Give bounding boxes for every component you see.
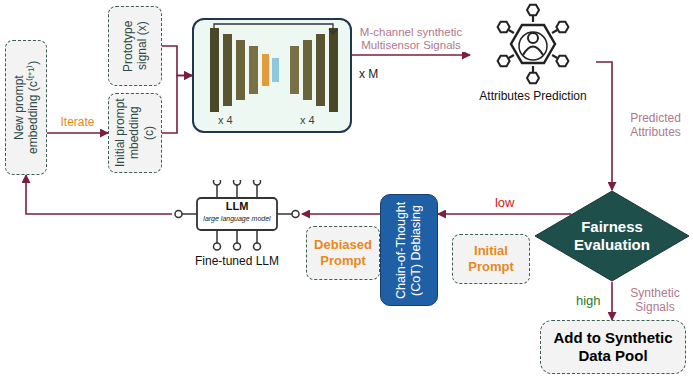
attribute-predictor: Attributes Prediction bbox=[470, 2, 596, 110]
decision-diamond: Fairness Evaluation bbox=[534, 190, 690, 282]
chip-pin bbox=[256, 185, 258, 198]
node-label: Fairness Evaluation bbox=[564, 218, 660, 254]
unet-block: x 4 x 4 bbox=[192, 18, 352, 133]
pin-end bbox=[254, 180, 261, 185]
input-box: Prototype signal (x) bbox=[108, 6, 162, 86]
person-ring bbox=[519, 32, 547, 60]
chip-body bbox=[197, 198, 277, 230]
flow-arrow bbox=[162, 46, 192, 76]
flow-arrow bbox=[352, 54, 470, 56]
annotation-label: high bbox=[574, 294, 603, 309]
decoder-bar bbox=[316, 34, 325, 106]
decoder-bar bbox=[303, 40, 312, 100]
node-label: Initial Prompt bbox=[453, 243, 529, 274]
attribute-hexagon bbox=[556, 22, 568, 32]
chip-pin bbox=[182, 213, 197, 215]
pin-end bbox=[214, 243, 221, 250]
chip-pin bbox=[277, 213, 292, 215]
decoder-bar bbox=[329, 28, 338, 112]
attribute-hexagon bbox=[527, 73, 539, 83]
bottleneck-bar bbox=[262, 54, 269, 86]
llm-chip: LLM large language modelFine-tuned LLM bbox=[172, 180, 302, 274]
flow-arrow bbox=[26, 175, 172, 214]
prompt-box: Debiased Prompt bbox=[306, 226, 380, 280]
edge-label: low bbox=[493, 196, 517, 211]
person-body bbox=[523, 47, 543, 56]
node-label: x 4 bbox=[218, 114, 233, 126]
pin-end bbox=[234, 243, 241, 250]
flow-arrow bbox=[47, 132, 108, 134]
annotation-label: x M bbox=[357, 68, 380, 82]
pin-end bbox=[175, 211, 182, 218]
chip-pin bbox=[236, 230, 238, 243]
process-box: Chain-of-Thought (CoT) Debiasing bbox=[380, 194, 438, 306]
flow-arrow bbox=[611, 282, 613, 320]
chip-pin bbox=[256, 230, 258, 243]
edge-label: Synthetic Signals bbox=[618, 287, 692, 315]
encoder-bar bbox=[210, 28, 219, 112]
pin-end bbox=[214, 180, 221, 185]
skip-arrow bbox=[329, 29, 337, 34]
input-box: New prompt embedding (c⁽ᵗ⁺¹⁾) bbox=[5, 40, 47, 175]
chip-pin bbox=[216, 185, 218, 198]
node-label: x 4 bbox=[300, 114, 315, 126]
icon-link bbox=[532, 66, 534, 72]
attribute-hexagon bbox=[498, 22, 510, 32]
output-box: Add to Synthetic Data Pool bbox=[540, 320, 686, 374]
edge-label: Iterate bbox=[58, 116, 96, 130]
unet-illustration bbox=[194, 20, 350, 131]
icon-link bbox=[509, 30, 514, 33]
node-label: Chain-of-Thought (CoT) Debiasing bbox=[394, 199, 424, 301]
encoder-bar bbox=[249, 46, 258, 94]
center-hexagon bbox=[511, 25, 555, 63]
prompt-box: Initial Prompt bbox=[452, 234, 530, 284]
bottleneck-bar bbox=[272, 58, 279, 82]
flow-arrow bbox=[162, 76, 192, 134]
node-label: LLM bbox=[197, 200, 277, 212]
chip-pin bbox=[216, 230, 218, 243]
attribute-hexagon bbox=[527, 5, 539, 15]
edge-label: M-channel synthetic Multisensor Signals bbox=[353, 26, 469, 52]
node-label: Attributes Prediction bbox=[470, 89, 596, 103]
decoder-bar bbox=[290, 46, 299, 94]
node-label: Prototype signal (x) bbox=[121, 11, 150, 81]
attribute-hexagon bbox=[556, 56, 568, 66]
node-label: New prompt embedding (c⁽ᵗ⁺¹⁾) bbox=[12, 45, 41, 170]
icon-link bbox=[509, 55, 514, 58]
skip-connection bbox=[214, 24, 333, 32]
flow-arrow bbox=[596, 62, 612, 190]
pin-end bbox=[254, 243, 261, 250]
encoder-bar bbox=[236, 40, 245, 100]
icon-link bbox=[532, 16, 534, 22]
chip-pin bbox=[236, 185, 238, 198]
icon-link bbox=[552, 30, 557, 33]
node-label: Initial prompt mbedding (c) bbox=[113, 98, 156, 168]
diamond-outline bbox=[535, 191, 689, 281]
node-label: large language model bbox=[197, 215, 277, 222]
input-box: Initial prompt mbedding (c) bbox=[108, 93, 162, 173]
attribute-hexagon bbox=[498, 56, 510, 66]
edge-label: Predicted Attributes bbox=[618, 112, 693, 140]
encoder-bar bbox=[223, 34, 232, 106]
flow-arrow bbox=[438, 213, 571, 215]
node-label: Fine-tuned LLM bbox=[172, 254, 302, 268]
icon-link bbox=[552, 55, 557, 58]
pin-end bbox=[292, 211, 299, 218]
node-label: Debiased Prompt bbox=[307, 237, 379, 268]
flow-arrow bbox=[302, 213, 380, 215]
pin-end bbox=[234, 180, 241, 185]
person-head bbox=[528, 33, 538, 43]
node-label: Add to Synthetic Data Pool bbox=[541, 329, 685, 365]
